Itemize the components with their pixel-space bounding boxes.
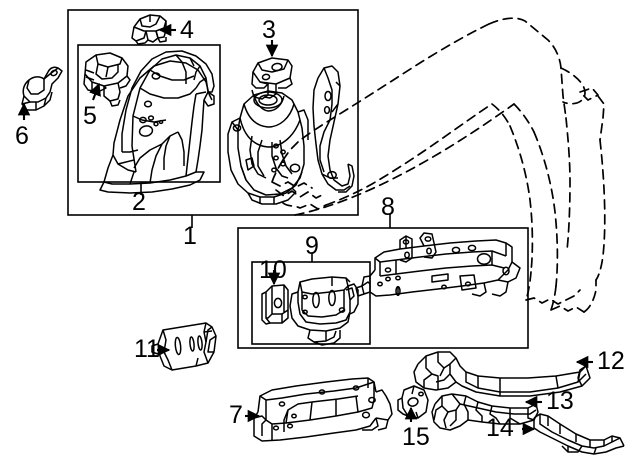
box-1 (67, 9, 359, 216)
callout-5[interactable]: 5 (83, 102, 97, 130)
callout-7[interactable]: 7 (229, 401, 243, 429)
callout-10[interactable]: 10 (259, 256, 287, 284)
group-boxes (67, 9, 529, 349)
part-8-frame-side-member (355, 232, 521, 297)
part-11-plate (151, 322, 217, 371)
part-5-reinforcement (83, 52, 131, 107)
callout-14[interactable]: 14 (486, 414, 514, 442)
leader-5 (89, 82, 101, 101)
callout-6[interactable]: 6 (15, 122, 29, 150)
callout-3[interactable]: 3 (262, 16, 276, 44)
part-shock-tower-assembly (227, 90, 309, 205)
part-2-wheelhouse-panel (99, 50, 215, 194)
callout-2[interactable]: 2 (132, 188, 146, 216)
part-13-extension (431, 393, 539, 431)
part-apron-side-panel (312, 65, 355, 193)
part-15-gusset (397, 385, 429, 419)
part-12-upper-rail (413, 351, 591, 397)
part-7-rocker-rail (253, 377, 393, 442)
box-2 (77, 44, 221, 183)
callout-8[interactable]: 8 (381, 193, 395, 221)
callout-15[interactable]: 15 (402, 423, 430, 451)
box-8 (237, 227, 529, 349)
box-9 (251, 261, 371, 345)
callout-9[interactable]: 9 (305, 232, 319, 260)
callout-12[interactable]: 12 (597, 347, 625, 375)
callout-4[interactable]: 4 (180, 16, 194, 44)
callout-1[interactable]: 1 (183, 222, 197, 250)
callout-13[interactable]: 13 (546, 387, 574, 415)
part-10-block (261, 284, 289, 325)
callout-11[interactable]: 11 (134, 335, 160, 363)
part-14-brace (533, 413, 625, 455)
callout-leaders (17, 23, 593, 436)
part-6-bracket (21, 66, 63, 111)
part-9-mount-bracket-assembly (289, 276, 359, 346)
